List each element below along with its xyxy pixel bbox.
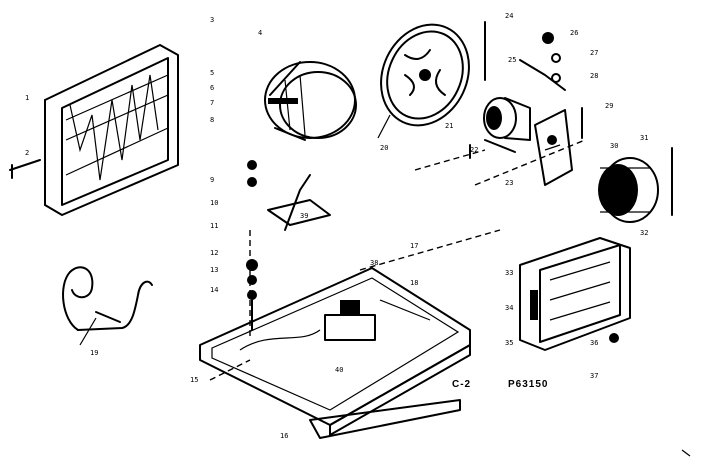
margin-mark xyxy=(681,449,691,457)
blower-motor xyxy=(469,97,531,159)
hardware-set xyxy=(484,21,583,139)
callout-23: 23 xyxy=(505,179,513,187)
callout-9: 9 xyxy=(210,176,214,184)
callout-1: 1 xyxy=(25,94,29,102)
base-pan xyxy=(199,267,471,439)
callout-24: 24 xyxy=(505,12,513,20)
callout-15: 15 xyxy=(190,376,198,384)
callout-29: 29 xyxy=(605,102,613,110)
callout-4: 4 xyxy=(258,29,262,37)
callout-7: 7 xyxy=(210,99,214,107)
tube-bracket xyxy=(62,266,153,346)
callout-30: 30 xyxy=(610,142,618,150)
callout-17: 17 xyxy=(410,242,418,250)
callout-22: 22 xyxy=(470,146,478,154)
caption-code: C-2 xyxy=(452,379,471,390)
callout-40: 40 xyxy=(335,366,343,374)
callout-20: 20 xyxy=(380,144,388,152)
callout-35: 35 xyxy=(505,339,513,347)
blower-wheel xyxy=(598,147,673,223)
callout-31: 31 xyxy=(640,134,648,142)
motor-mount xyxy=(534,109,573,186)
part-callouts: 1 2 3 4 5 6 7 8 9 10 11 12 13 14 15 16 1… xyxy=(25,12,648,440)
control-box xyxy=(519,237,631,351)
callout-13: 13 xyxy=(210,266,218,274)
callout-12: 12 xyxy=(210,249,218,257)
callout-5: 5 xyxy=(210,69,214,77)
callout-27: 27 xyxy=(590,49,598,57)
callout-25: 25 xyxy=(508,56,516,64)
caption-number: P63150 xyxy=(508,379,548,390)
callout-21: 21 xyxy=(445,122,453,130)
callout-2: 2 xyxy=(25,149,29,157)
callout-16: 16 xyxy=(280,432,288,440)
callout-3: 3 xyxy=(210,16,214,24)
callout-39: 39 xyxy=(300,212,308,220)
assembly-guides xyxy=(209,139,586,381)
fan-motor xyxy=(264,61,357,141)
callout-19: 19 xyxy=(90,349,98,357)
bracket-column xyxy=(246,160,331,331)
callout-33: 33 xyxy=(505,269,513,277)
fan-blade xyxy=(377,23,470,139)
callout-6: 6 xyxy=(210,84,214,92)
callout-18: 18 xyxy=(410,279,418,287)
callout-32: 32 xyxy=(640,229,648,237)
callout-34: 34 xyxy=(505,304,513,312)
callout-38: 38 xyxy=(370,259,378,267)
callout-37: 37 xyxy=(590,372,598,380)
callout-11: 11 xyxy=(210,222,218,230)
callout-28: 28 xyxy=(590,72,598,80)
condenser-coil xyxy=(9,44,179,216)
callout-8: 8 xyxy=(210,116,214,124)
callout-36: 36 xyxy=(590,339,598,347)
callout-26: 26 xyxy=(570,29,578,37)
callout-10: 10 xyxy=(210,199,218,207)
callout-14: 14 xyxy=(210,286,218,294)
